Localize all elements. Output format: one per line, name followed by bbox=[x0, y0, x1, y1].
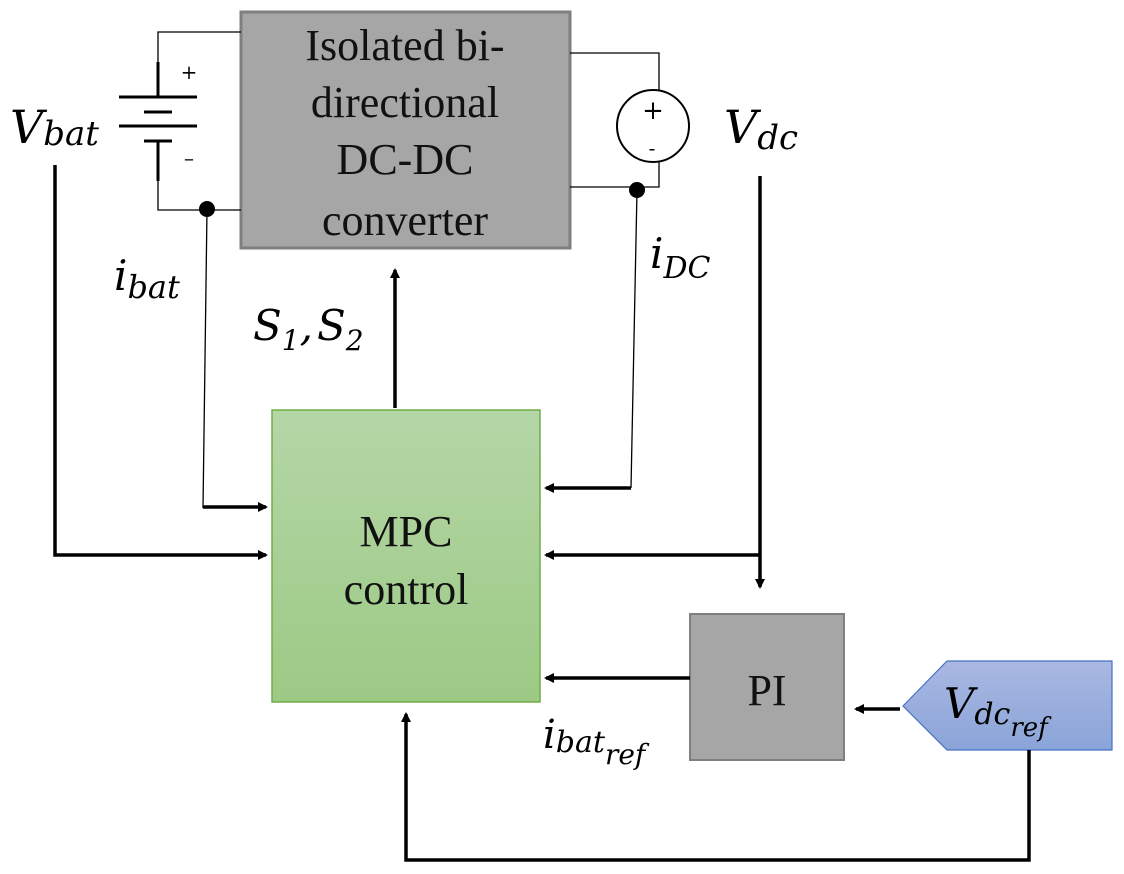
ibat-label: ibat bbox=[114, 251, 180, 306]
ibat-sensor-node bbox=[199, 201, 215, 217]
vbat-label: Vbat bbox=[10, 100, 99, 154]
converter-block[interactable]: Isolated bi- directional DC-DC converter bbox=[239, 10, 572, 250]
pi-label: PI bbox=[747, 666, 786, 715]
idc-wire bbox=[630, 189, 638, 489]
vbat-arrow bbox=[53, 165, 268, 560]
pi-controller-block[interactable]: PI bbox=[689, 613, 845, 761]
vdc-label: Vdc bbox=[724, 100, 798, 158]
ibat-ref-label: ibatref bbox=[543, 712, 650, 771]
vdc-ref-label: Vdcref bbox=[944, 679, 1052, 743]
converter-label-line-2: directional bbox=[311, 78, 499, 127]
battery-icon: + – bbox=[181, 60, 198, 170]
vdc-ref-to-mpc-arrow bbox=[401, 712, 1031, 862]
switch-signals-label: S1,S2 bbox=[253, 301, 364, 357]
converter-label-line-4: converter bbox=[322, 196, 488, 245]
battery-plus-sign: + bbox=[181, 60, 198, 84]
vdc-ref-block[interactable]: Vdcref bbox=[902, 660, 1113, 751]
mpc-label-line-1: MPC bbox=[360, 507, 453, 556]
dc-source-circuit bbox=[570, 52, 660, 188]
idc-label: iDC bbox=[650, 229, 710, 286]
ibat-wire bbox=[202, 209, 208, 509]
battery-circuit bbox=[119, 31, 241, 211]
converter-label-line-3: DC-DC bbox=[337, 135, 474, 184]
mpc-control-block[interactable]: MPC control bbox=[271, 409, 541, 703]
mpc-label-line-2: control bbox=[344, 565, 469, 614]
source-minus-sign: - bbox=[649, 136, 656, 160]
converter-label-line-1: Isolated bi- bbox=[305, 21, 504, 70]
battery-minus-sign: – bbox=[184, 146, 194, 170]
voltage-source-icon: + - bbox=[616, 89, 690, 163]
source-plus-sign: + bbox=[642, 96, 664, 126]
